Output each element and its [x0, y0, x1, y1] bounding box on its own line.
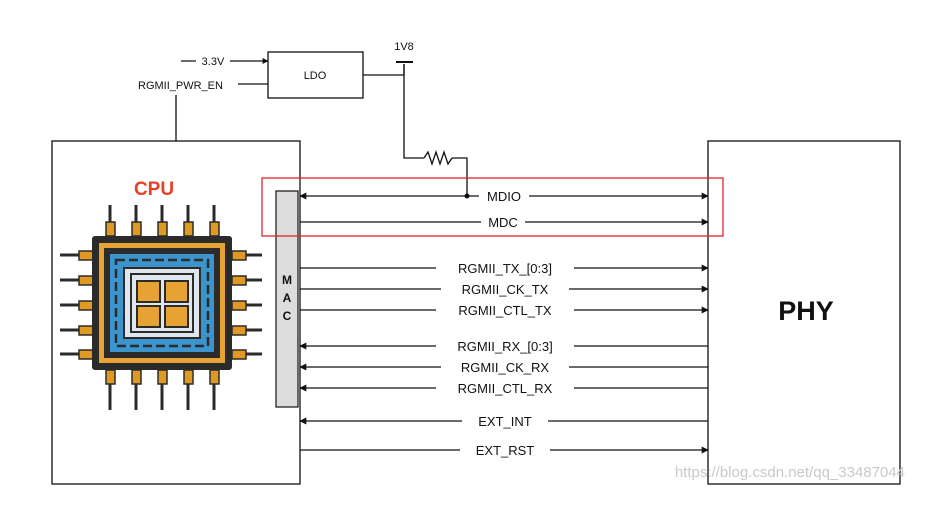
- mac-letter-c: C: [283, 309, 292, 323]
- ldo-to-rail-line: [363, 64, 405, 76]
- cpu-title: CPU: [134, 179, 174, 200]
- ext-rst-label: EXT_RST: [476, 443, 535, 458]
- phy-title: PHY: [778, 296, 834, 326]
- tx-ctl-label: RGMII_CTL_TX: [458, 303, 552, 318]
- phy-block: [707, 140, 901, 485]
- signal-lines: [299, 192, 709, 454]
- pullup-wire: [403, 64, 424, 159]
- pullup-resistor: [423, 149, 453, 167]
- mac-letter-m: M: [282, 273, 292, 287]
- tx-clk-label: RGMII_CK_TX: [462, 282, 549, 297]
- rx-ctl-label: RGMII_CTL_RX: [458, 381, 553, 396]
- mac-letter-a: A: [283, 291, 292, 305]
- supply-3v3-label: 3.3V: [202, 56, 225, 68]
- rx-clk-label: RGMII_CK_RX: [461, 360, 549, 375]
- cpu-chip-icon: [60, 205, 262, 410]
- mdio-label: MDIO: [487, 189, 521, 204]
- mdc-label: MDC: [488, 215, 518, 230]
- rail-1v8-label: 1V8: [394, 41, 414, 53]
- pullup-to-mdio-wire: [452, 157, 468, 195]
- tx-data-label: RGMII_TX_[0:3]: [458, 261, 552, 276]
- rx-data-label: RGMII_RX_[0:3]: [457, 339, 552, 354]
- ext-int-label: EXT_INT: [478, 414, 532, 429]
- watermark: https://blog.csdn.net/qq_33487044: [675, 464, 905, 481]
- power-section: 3.3V RGMII_PWR_EN LDO 1V8: [138, 41, 470, 199]
- mac-block: [275, 190, 299, 408]
- pwr-enable-label: RGMII_PWR_EN: [138, 80, 223, 92]
- management-bus-highlight: [261, 177, 724, 237]
- ldo-label: LDO: [304, 70, 327, 82]
- ldo-box: [267, 51, 364, 99]
